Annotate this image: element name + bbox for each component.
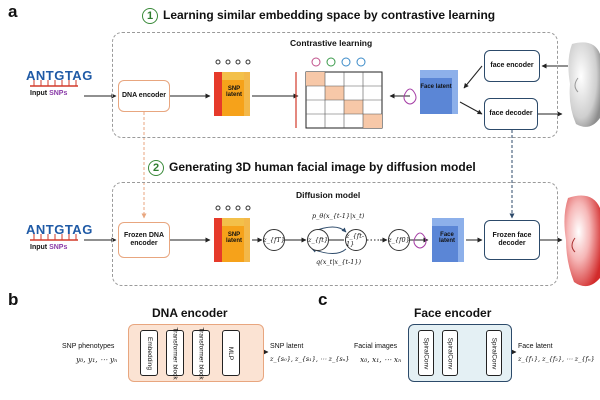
face-decoder-node: face decoder [484, 98, 538, 130]
z-node-f0: z_{f0} [388, 229, 410, 251]
spiralconv-block-1: SpiralConv [418, 330, 434, 376]
transformer-block-2-label: Transformer block [197, 326, 205, 380]
z-node-ft-1: z_{ft-1} [345, 229, 367, 251]
embedding-block-label: Embedding [145, 336, 153, 370]
facial-images-vars: x₀, x₁, ⋯ xₙ [360, 355, 402, 364]
face-encoder-node: face encoder [484, 50, 540, 82]
mlp-block-label: MLP [227, 346, 235, 360]
step2-title: 2 Generating 3D human facial image by dif… [148, 160, 476, 176]
dna-encoder-title: DNA encoder [152, 306, 228, 320]
mlp-block: MLP [222, 330, 240, 376]
z-node-ft: z_{ft} [307, 229, 329, 251]
contrastive-box [112, 32, 558, 138]
forward-process-label: q(x_t|x_{t-1}) [316, 258, 362, 266]
snp-latent-label-bottom: SNP latent [225, 232, 242, 244]
panel-b-letter: b [8, 290, 19, 309]
embedding-block: Embedding [140, 330, 158, 376]
face-latent-top [403, 70, 458, 114]
spiralconv-block-3-label: SpiralConv [490, 337, 498, 369]
face-latent-output-vars: z_{f₁}, z_{f₂}, ⋯ z_{fₙ} [518, 355, 595, 363]
face-latent-label-top: Face latent [420, 84, 452, 90]
face-encoder-title: Face encoder [414, 306, 492, 320]
snp-strand-bottom [30, 234, 78, 241]
snp-sequence-bottom: ANTGTAG [26, 222, 93, 237]
snp-sequence-top: ANTGTAG [26, 68, 93, 83]
snp-latent-output-label: SNP latent [270, 343, 304, 350]
frozen-dna-encoder-node: Frozen DNA encoder [118, 222, 170, 258]
facial-images-label: Facial images [354, 343, 398, 350]
contrastive-title: Contrastive learning [290, 38, 373, 48]
diffusion-title: Diffusion model [296, 190, 361, 200]
step1-number: 1 [142, 8, 158, 24]
reverse-process-label: p_θ(x_{t-1}|x_t) [312, 212, 365, 220]
step2-number: 2 [148, 160, 164, 176]
snp-latent-label-top: SNP latent [225, 86, 242, 98]
transformer-block-2: Transformer block [192, 326, 210, 380]
z-node-fT: z_{fT} [263, 229, 285, 251]
transformer-block-1: Transformer block [166, 326, 184, 380]
input-snps-highlight: SNPs [49, 90, 68, 97]
step2-text: Generating 3D human facial image by diff… [169, 160, 476, 175]
input-snps-prefix: Input [30, 244, 50, 251]
input-snps-label-top: Input SNPs [30, 90, 67, 97]
panel-a-letter: a [8, 2, 18, 21]
snp-latent-top [214, 59, 251, 116]
face-latent-label-bottom: Face latent [438, 232, 455, 244]
spiralconv-block-1-label: SpiralConv [422, 337, 430, 369]
similarity-matrix [295, 57, 383, 129]
snp-strand-top [30, 80, 78, 87]
input-snps-label-bottom: Input SNPs [30, 244, 67, 251]
face-mesh-red [564, 195, 600, 287]
input-snps-highlight: SNPs [49, 244, 68, 251]
spiralconv-block-2-label: SpiralConv [446, 337, 454, 369]
face-mesh-gray [568, 42, 600, 127]
snp-latent-output-vars: z_{s₀}, z_{s₁}, ⋯ z_{sₙ} [270, 355, 350, 363]
step1-title: 1 Learning similar embedding space by con… [142, 8, 495, 24]
face-latent-output-label: Face latent [518, 343, 553, 350]
input-snps-prefix: Input [30, 90, 50, 97]
spiralconv-block-3: SpiralConv [486, 330, 502, 376]
transformer-block-1-label: Transformer block [171, 326, 179, 380]
face-latent-bottom [413, 218, 464, 262]
snp-phenotypes-vars: y₀, y₁, ⋯ yₙ [76, 355, 118, 364]
frozen-face-decoder-node: Frozen face decoder [484, 220, 540, 260]
dna-encoder-node: DNA encoder [118, 80, 170, 112]
snp-phenotypes-label: SNP phenotypes [62, 343, 115, 350]
panel-c-letter: c [318, 290, 328, 309]
snp-latent-bottom [214, 205, 251, 262]
diffusion-box [112, 182, 558, 286]
step1-text: Learning similar embedding space by cont… [163, 8, 496, 23]
spiralconv-block-2: SpiralConv [442, 330, 458, 376]
